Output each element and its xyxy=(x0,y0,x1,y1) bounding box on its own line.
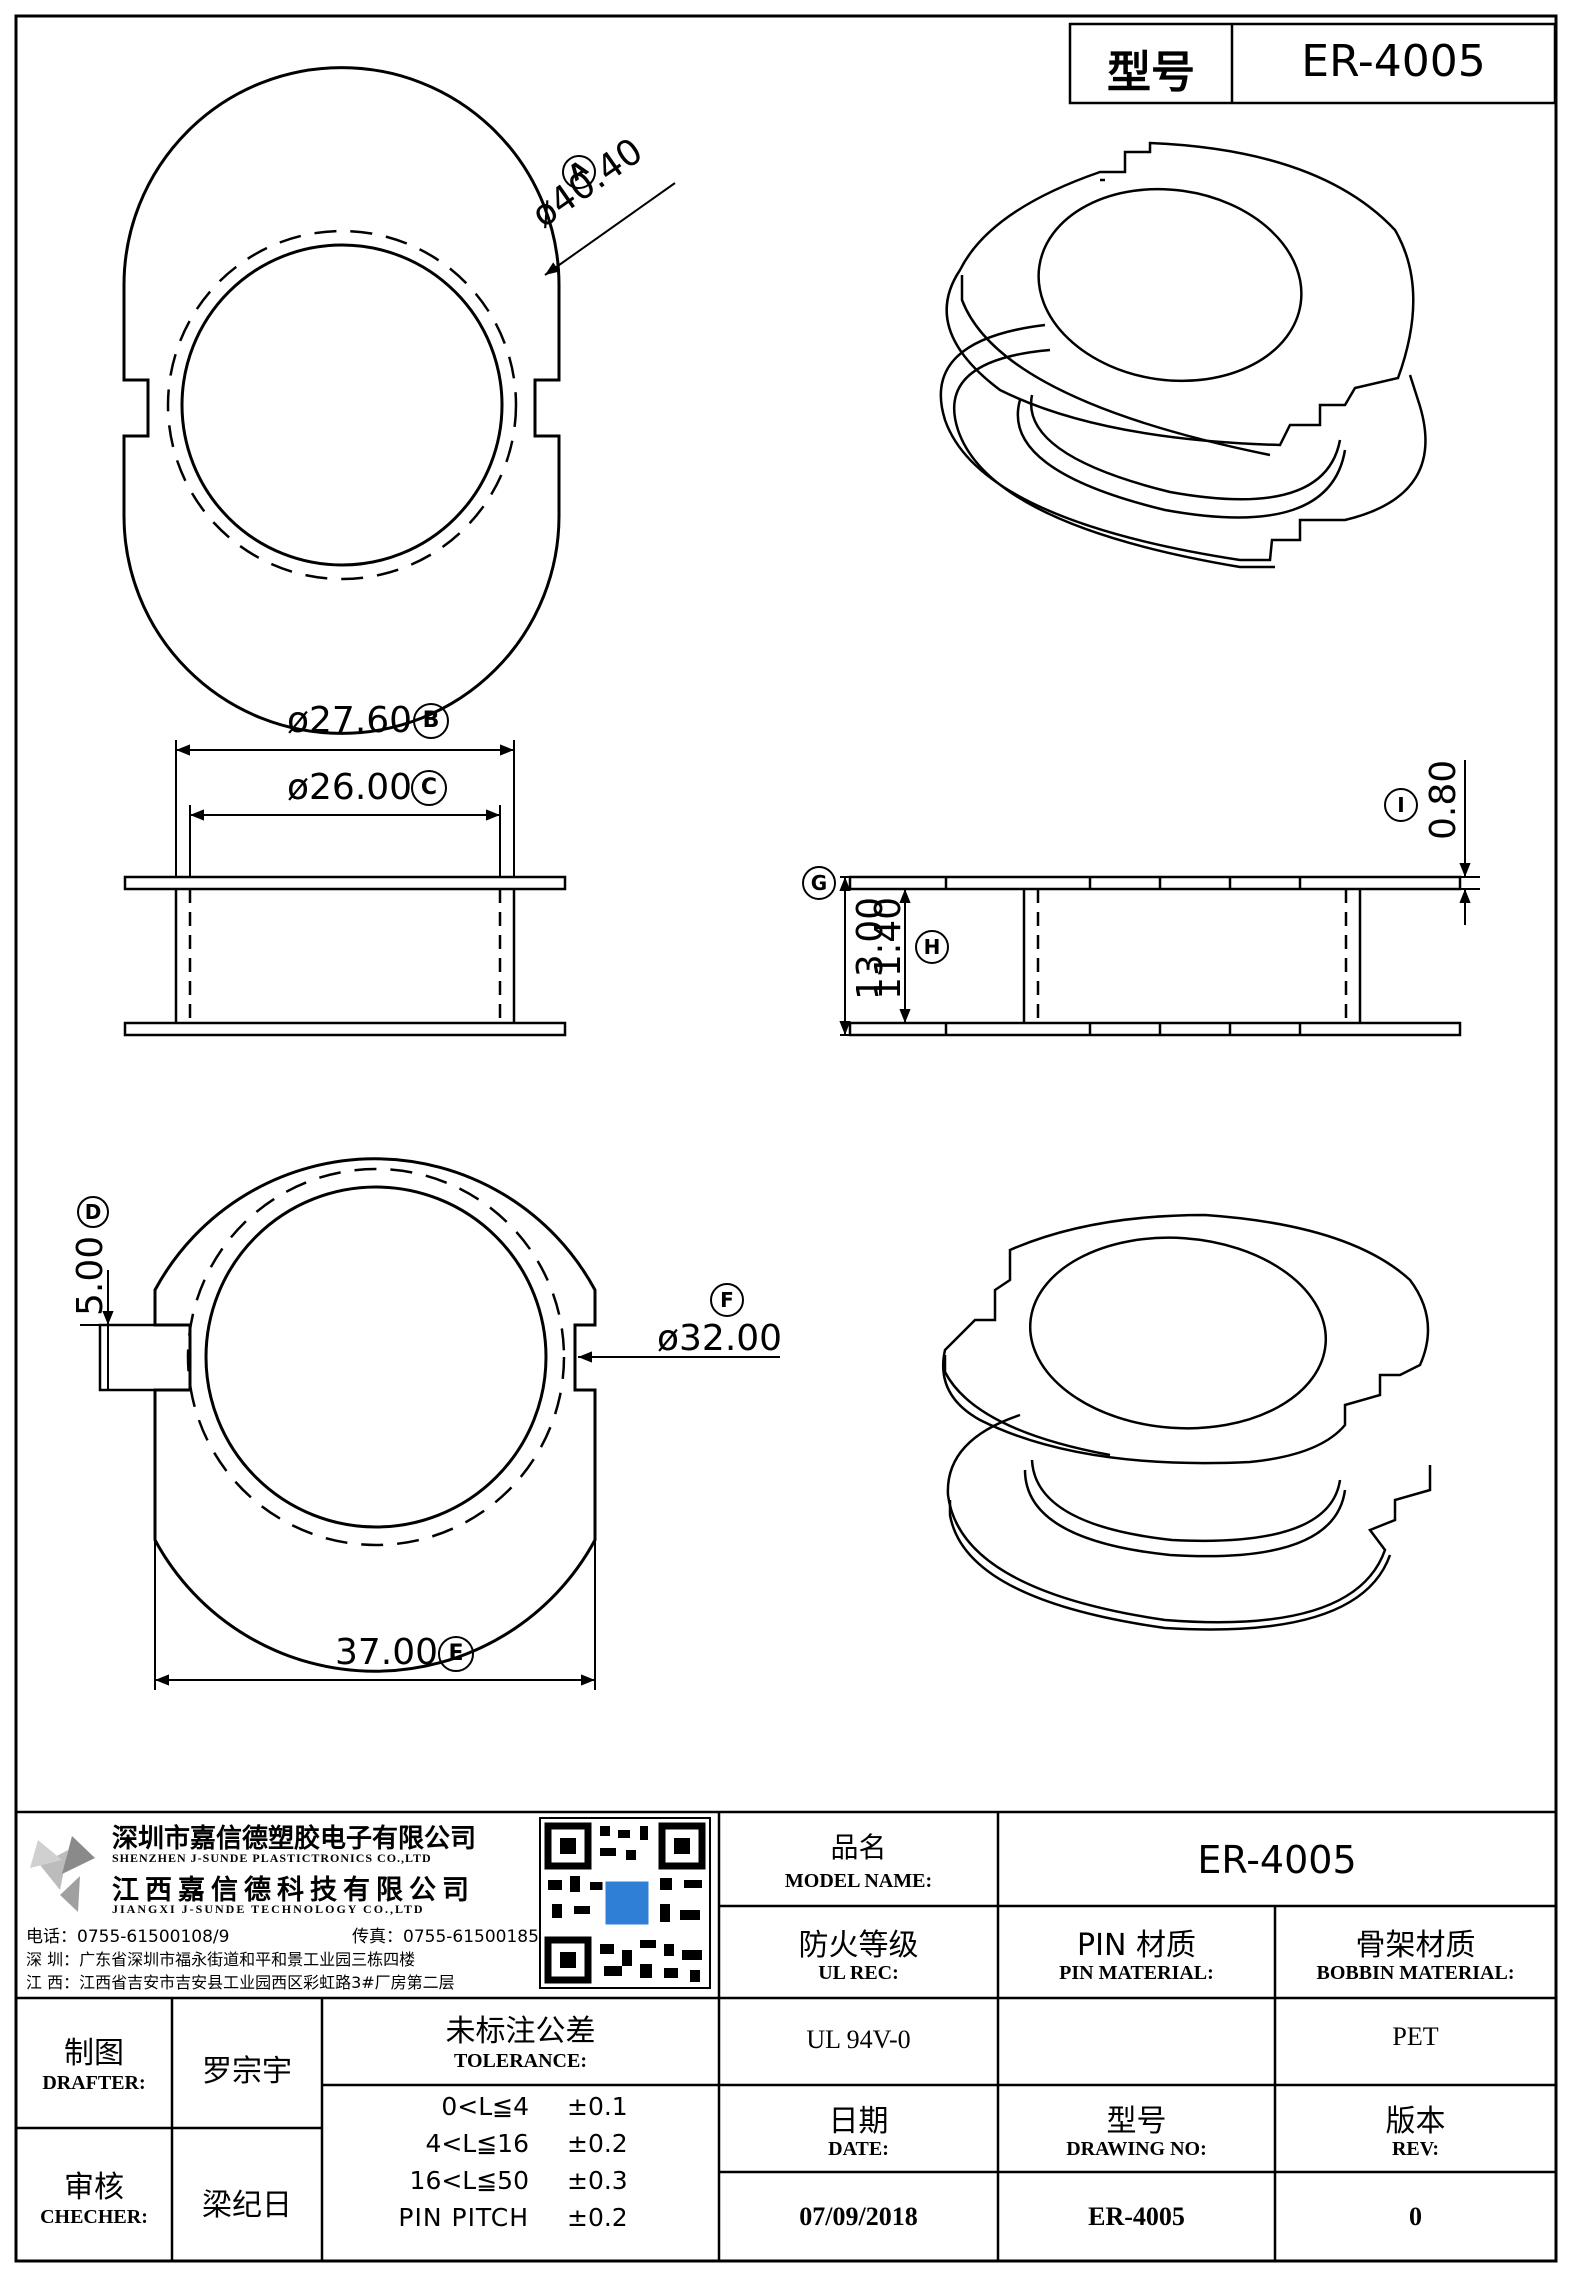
dim-a-leader xyxy=(544,182,676,276)
tolerance-range: 0<L≦4 xyxy=(441,2092,529,2121)
dim-e-value: 37.00 xyxy=(335,1632,439,1673)
company-logo xyxy=(30,1836,95,1912)
checker-label-en: CHECHER: xyxy=(40,2206,148,2228)
tolerance-list: 0<L≦4 ±0.1 4<L≦16 ±0.2 16<L≦50 ±0.3 PIN … xyxy=(322,2092,719,2240)
company-fax: 传真：0755-61500185 xyxy=(352,1927,539,1947)
isometric-view-top xyxy=(939,141,1427,569)
ul-label-cn: 防火等级 xyxy=(798,1928,919,1963)
drawing-no-value: ER-4005 xyxy=(1088,2202,1185,2231)
qr-code xyxy=(539,1817,711,1989)
company-name-en-2: JIANGXI J-SUNDE TECHNOLOGY CO.,LTD xyxy=(112,1902,425,1916)
checker-label-cn: 审核 xyxy=(64,2170,124,2205)
dim-h-tag: H xyxy=(915,930,949,964)
model-name-label-en: MODEL NAME: xyxy=(784,1870,933,1892)
tolerance-range: 4<L≦16 xyxy=(425,2129,529,2158)
revision-label-en: REV: xyxy=(1391,2138,1440,2160)
tolerance-value: ±0.3 xyxy=(567,2166,628,2195)
ul-label-en: UL REC: xyxy=(818,1962,899,1984)
top-view xyxy=(122,66,561,735)
dim-e-tag: E xyxy=(438,1636,474,1672)
dim-d-e-f-lines xyxy=(80,1270,780,1690)
revision-label-cn: 版本 xyxy=(1385,2104,1446,2139)
checker-name: 梁纪日 xyxy=(202,2188,292,2223)
company-name-cn-2: 江西嘉信德科技有限公司 xyxy=(112,1875,475,1906)
tolerance-row: PIN PITCH ±0.2 xyxy=(322,2203,719,2240)
tolerance-value: ±0.2 xyxy=(567,2203,628,2232)
model-label: 型号 xyxy=(1107,47,1195,98)
date-label-cn: 日期 xyxy=(828,2104,889,2139)
tolerance-value: ±0.1 xyxy=(567,2092,628,2121)
drawing-no-label-cn: 型号 xyxy=(1106,2104,1167,2139)
side-view-left xyxy=(123,875,567,1037)
model-name-label-cn: 品名 xyxy=(830,1831,887,1864)
dim-i-tag: I xyxy=(1384,788,1418,822)
company-tel: 电话：0755-61500108/9 xyxy=(26,1927,230,1947)
company-address-jiangxi: 江 西：江西省吉安市吉安县工业园西区彩虹路3#厂房第二层 xyxy=(26,1973,455,1992)
isometric-view-bottom xyxy=(941,1213,1432,1631)
bobbin-material-value: PET xyxy=(1392,2022,1439,2051)
dim-b-c-lines xyxy=(175,740,515,877)
sheet-border xyxy=(14,14,1558,2263)
dim-b-tag: B xyxy=(413,703,449,739)
model-value: ER-4005 xyxy=(1301,36,1486,87)
dim-h-value: 11.40 xyxy=(868,896,909,1000)
tolerance-row: 4<L≦16 ±0.2 xyxy=(322,2129,719,2166)
company-address-shenzhen: 深 圳：广东省深圳市福永街道和平和景工业园三栋四楼 xyxy=(26,1950,416,1969)
bobbin-material-label-en: BOBBIN MATERIAL: xyxy=(1316,1962,1515,1984)
tolerance-row: 0<L≦4 ±0.1 xyxy=(322,2092,719,2129)
drafter-label-en: DRAFTER: xyxy=(42,2072,146,2094)
dim-g-h-i-lines xyxy=(839,760,1480,1036)
revision-value: 0 xyxy=(1409,2202,1422,2231)
drawing-no-label-en: DRAWING NO: xyxy=(1066,2138,1207,2160)
company-name-en-1: SHENZHEN J-SUNDE PLASTICTRONICS CO.,LTD xyxy=(112,1851,432,1865)
date-value: 07/09/2018 xyxy=(799,2202,918,2231)
dim-d-tag: D xyxy=(77,1196,109,1228)
company-name-cn-1: 深圳市嘉信德塑胶电子有限公司 xyxy=(112,1824,477,1854)
title-block-grid xyxy=(16,1810,1556,2261)
title-box xyxy=(1068,22,1557,105)
drafter-name: 罗宗宇 xyxy=(202,2054,292,2089)
dim-c-value: ø26.00 xyxy=(287,767,413,808)
bobbin-material-label-cn: 骨架材质 xyxy=(1355,1928,1476,1963)
dim-f-tag: F xyxy=(710,1283,744,1317)
dim-d-value: 5.00 xyxy=(70,1235,111,1316)
ul-value: UL 94V-0 xyxy=(806,2025,911,2054)
tolerance-range: 16<L≦50 xyxy=(409,2166,529,2195)
tolerance-value: ±0.2 xyxy=(567,2129,628,2158)
dim-g-tag: G xyxy=(802,866,836,900)
model-name-value: ER-4005 xyxy=(1197,1838,1357,1882)
date-label-en: DATE: xyxy=(828,2138,889,2160)
tolerance-label-en: TOLERANCE: xyxy=(454,2050,587,2072)
dim-c-tag: C xyxy=(411,770,447,806)
pin-material-label-cn: PIN 材质 xyxy=(1077,1928,1196,1963)
dim-b-value: ø27.60 xyxy=(287,700,413,741)
dim-f-value: ø32.00 xyxy=(657,1318,783,1359)
drafter-label-cn: 制图 xyxy=(64,2036,124,2071)
pin-material-label-en: PIN MATERIAL: xyxy=(1059,1962,1214,1984)
tolerance-label-cn: 未标注公差 xyxy=(445,2014,596,2049)
dim-i-value: 0.80 xyxy=(1423,759,1464,840)
tolerance-row: 16<L≦50 ±0.3 xyxy=(322,2166,719,2203)
bottom-view xyxy=(98,1157,597,1673)
tolerance-range: PIN PITCH xyxy=(398,2203,529,2232)
